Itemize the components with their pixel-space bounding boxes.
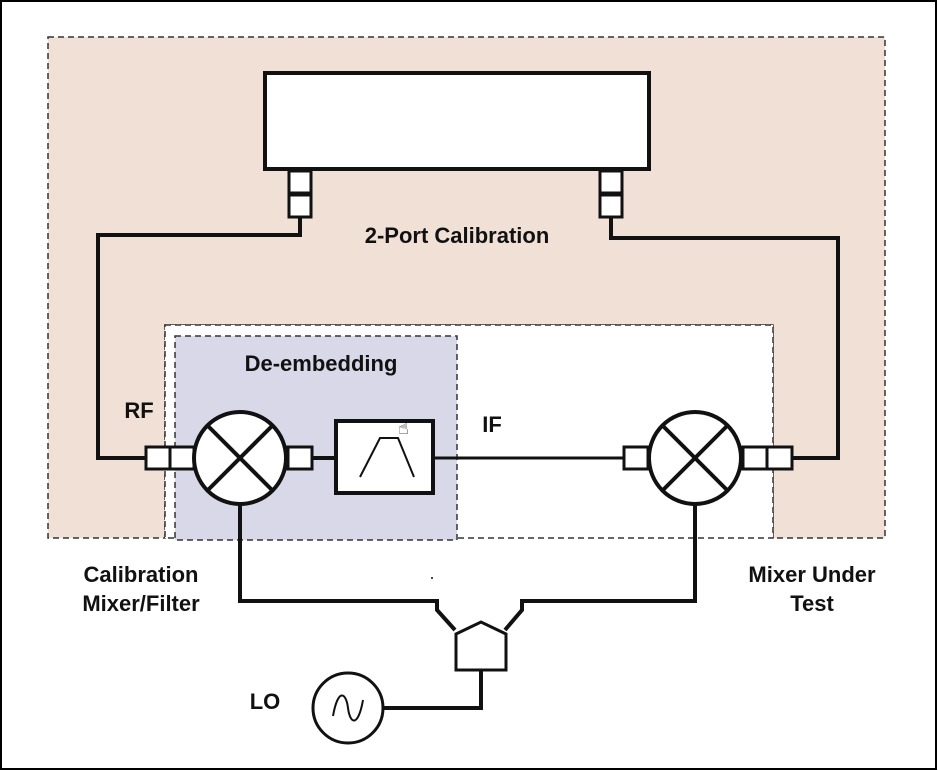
vna-port-2-bottom (598, 193, 624, 219)
lo-to-splitter (383, 670, 483, 710)
power-splitter (454, 620, 508, 672)
calibration-label: 2-Port Calibration (365, 223, 550, 248)
bandpass-filter (334, 419, 435, 495)
cal-mixer-label-line2: Mixer/Filter (82, 591, 200, 616)
calibration-mixer (192, 410, 288, 506)
deembedding-label: De-embedding (245, 351, 398, 376)
if-label: IF (482, 412, 502, 437)
lo-feed-cal-mixer (238, 504, 457, 632)
cal-mixer-if-connector (286, 445, 314, 471)
rf-label: RF (124, 398, 153, 423)
mut-label-line2: Test (790, 591, 834, 616)
vna-port-1-bottom (287, 193, 313, 219)
sine-wave-icon (332, 694, 364, 722)
lo-label: LO (250, 689, 281, 714)
lo-feed-mut (503, 504, 697, 632)
lo-source (311, 671, 385, 745)
mut-if-connector (622, 445, 650, 471)
rf-connector-inner (168, 445, 196, 471)
vna-port-1-top (287, 169, 313, 195)
vna-port-2-top (598, 169, 624, 195)
mut-rf-connector-inner (741, 445, 769, 471)
mut-rf-connector-outer (765, 445, 794, 471)
hand-cursor-icon: ☝ (398, 418, 409, 439)
network-analyzer-box (263, 71, 651, 171)
cable-port-2 (609, 218, 840, 460)
mut-label-line1: Mixer Under (748, 562, 876, 587)
cal-mixer-label-line1: Calibration (84, 562, 199, 587)
mixer-under-test (647, 410, 743, 506)
speck (431, 577, 433, 579)
cable-port-1 (96, 218, 302, 460)
rf-connector-outer (144, 445, 172, 471)
